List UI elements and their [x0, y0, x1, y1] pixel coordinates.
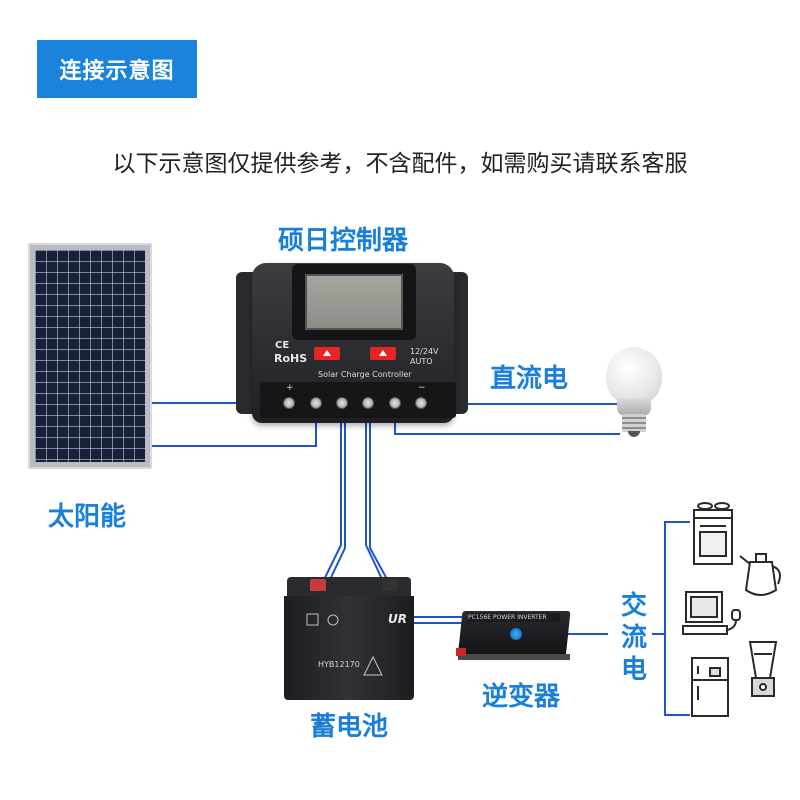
controller-ce-mark: CE [275, 340, 290, 351]
bulb-neck [617, 398, 651, 416]
label-ac: 交流电 [620, 591, 647, 685]
wire-battery-negative-b [369, 404, 395, 593]
label-solar: 太阳能 [48, 502, 127, 532]
solar-cells [35, 250, 145, 462]
ac-appliances [682, 502, 781, 717]
label-controller: 硕日控制器 [278, 226, 409, 256]
refrigerator-icon [691, 657, 729, 717]
inverter-red-terminal [456, 648, 466, 656]
battery-body [284, 596, 414, 700]
header-badge: 连接示意图 [37, 40, 197, 98]
controller-button-right [370, 347, 396, 360]
battery-logo-icon [363, 655, 383, 676]
controller-rohs-mark: RoHS [274, 352, 308, 365]
terminal-solar-positive [283, 397, 295, 409]
terminal-battery-positive [336, 397, 348, 409]
controller-auto: AUTO [410, 357, 433, 366]
header-title: 连接示意图 [59, 59, 175, 84]
inverter-model: PC156E [468, 614, 492, 621]
controller-name: Solar Charge Controller [318, 370, 412, 379]
terminal-battery-negative [362, 397, 374, 409]
terminal-sign-plus: + [286, 383, 294, 393]
controller-voltage: 12/24V [410, 347, 439, 356]
terminal-solar-negative [310, 397, 322, 409]
controller-lcd [305, 274, 403, 330]
label-inverter: 逆变器 [482, 682, 561, 712]
ac-bracket [664, 521, 690, 716]
battery-post-positive [310, 579, 326, 591]
wire-battery-positive-a [317, 404, 342, 593]
battery-brand: UR [388, 612, 407, 626]
bulb-screw-base [622, 414, 646, 432]
inverter-label-bar: PC156E POWER INVERTER [468, 613, 560, 622]
solar-panel-icon [28, 243, 152, 469]
terminal-load-negative [415, 397, 427, 409]
disclaimer-note: 以下示意图仅提供参考，不含配件，如需购买请联系客服 [112, 151, 688, 177]
label-dc: 直流电 [490, 364, 569, 394]
inverter-logo-icon [510, 628, 522, 640]
inverter-base [458, 654, 570, 660]
blender-icon [748, 641, 778, 697]
battery-post-negative [382, 579, 398, 591]
bulb-tip [628, 431, 640, 437]
terminal-sign-minus: − [418, 383, 426, 393]
kettle-icon [739, 553, 781, 596]
computer-icon [682, 591, 741, 635]
terminal-load-positive [389, 397, 401, 409]
label-battery: 蓄电池 [310, 712, 389, 742]
battery-symbols-icon [306, 613, 339, 626]
inverter-name: POWER INVERTER [492, 614, 547, 621]
controller-button-left [314, 347, 340, 360]
battery-model: HYB12170 [318, 660, 360, 669]
light-bulb-icon [606, 347, 662, 405]
stove-icon [693, 502, 733, 565]
wire-battery-negative-a [365, 404, 389, 593]
